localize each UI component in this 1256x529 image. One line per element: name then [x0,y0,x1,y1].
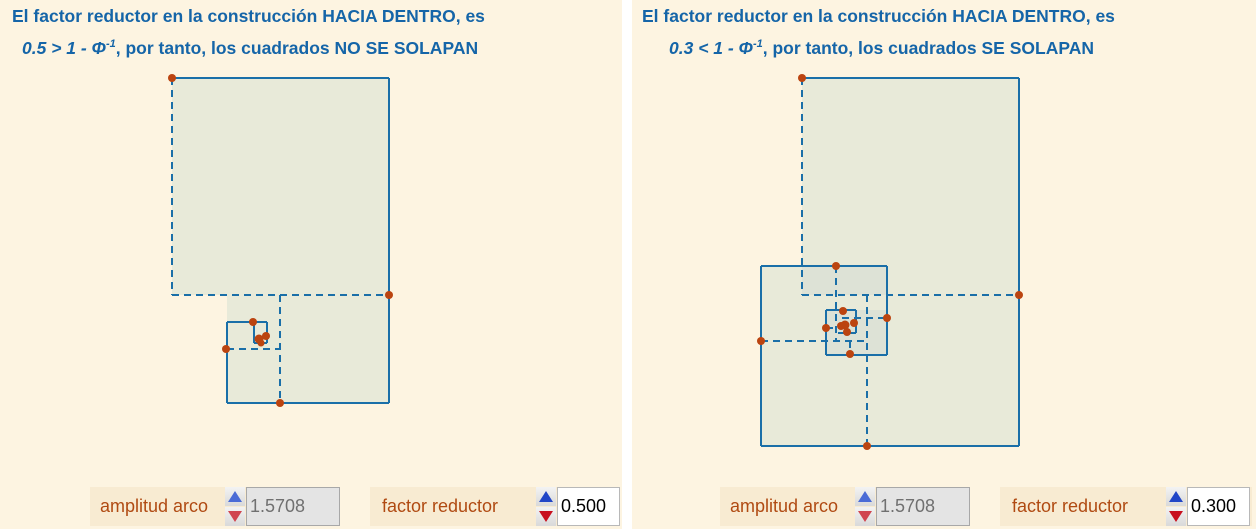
left-panel: El factor reductor en la construcción HA… [0,0,622,529]
left-squares-diagram [168,74,393,407]
left-title-rest: , por tanto, los cuadrados NO SE SOLAPAN [115,37,479,58]
right-title-math: 0.3 < 1 - Φ [669,37,753,58]
left-title-line2: 0.5 > 1 - Φ-1, por tanto, los cuadrados … [22,30,478,62]
arrow-up-icon [539,491,553,502]
factor-label: factor reductor [382,496,499,516]
amplitud-input-left[interactable]: 1.5708 [246,487,340,526]
arrow-down-icon [858,511,872,522]
decrement-button[interactable] [1166,507,1186,526]
arrow-up-icon [1169,491,1183,502]
left-title-sup: -1 [105,38,116,50]
right-title-sup: -1 [752,38,763,50]
left-title-line1: El factor reductor en la construcción HA… [12,6,485,26]
right-title-line2: 0.3 < 1 - Φ-1, por tanto, los cuadrados … [669,30,1094,62]
factor-spinner-right[interactable] [1166,487,1186,526]
right-squares-diagram [757,74,1023,450]
amplitud-input-right[interactable]: 1.5708 [876,487,970,526]
increment-button[interactable] [1166,487,1186,506]
left-title-math: 0.5 > 1 - Φ [22,37,106,58]
factor-label: factor reductor [1012,496,1129,516]
decrement-button[interactable] [855,507,875,526]
arrow-up-icon [228,491,242,502]
increment-button[interactable] [536,487,556,506]
amplitud-control-left: amplitud arco 1.5708 [90,487,340,526]
factor-input-right[interactable]: 0.300 [1187,487,1250,526]
amplitud-label: amplitud arco [730,496,839,516]
increment-button[interactable] [225,487,245,506]
amplitud-spinner-left[interactable] [225,487,245,526]
arrow-down-icon [228,511,242,522]
amplitud-spinner-right[interactable] [855,487,875,526]
factor-spinner-left[interactable] [536,487,556,526]
arrow-down-icon [1169,511,1183,522]
arrow-down-icon [539,511,553,522]
factor-control-right: factor reductor 0.300 [1000,487,1252,526]
increment-button[interactable] [855,487,875,506]
arrow-up-icon [858,491,872,502]
amplitud-control-right: amplitud arco 1.5708 [720,487,970,526]
right-panel: El factor reductor en la construcción HA… [632,0,1256,529]
factor-input-left[interactable]: 0.500 [557,487,620,526]
right-title-rest: , por tanto, los cuadrados SE SOLAPAN [762,37,1094,58]
factor-control-left: factor reductor 0.500 [370,487,620,526]
right-title-line1: El factor reductor en la construcción HA… [642,6,1115,26]
amplitud-label: amplitud arco [100,496,209,516]
decrement-button[interactable] [536,507,556,526]
decrement-button[interactable] [225,507,245,526]
